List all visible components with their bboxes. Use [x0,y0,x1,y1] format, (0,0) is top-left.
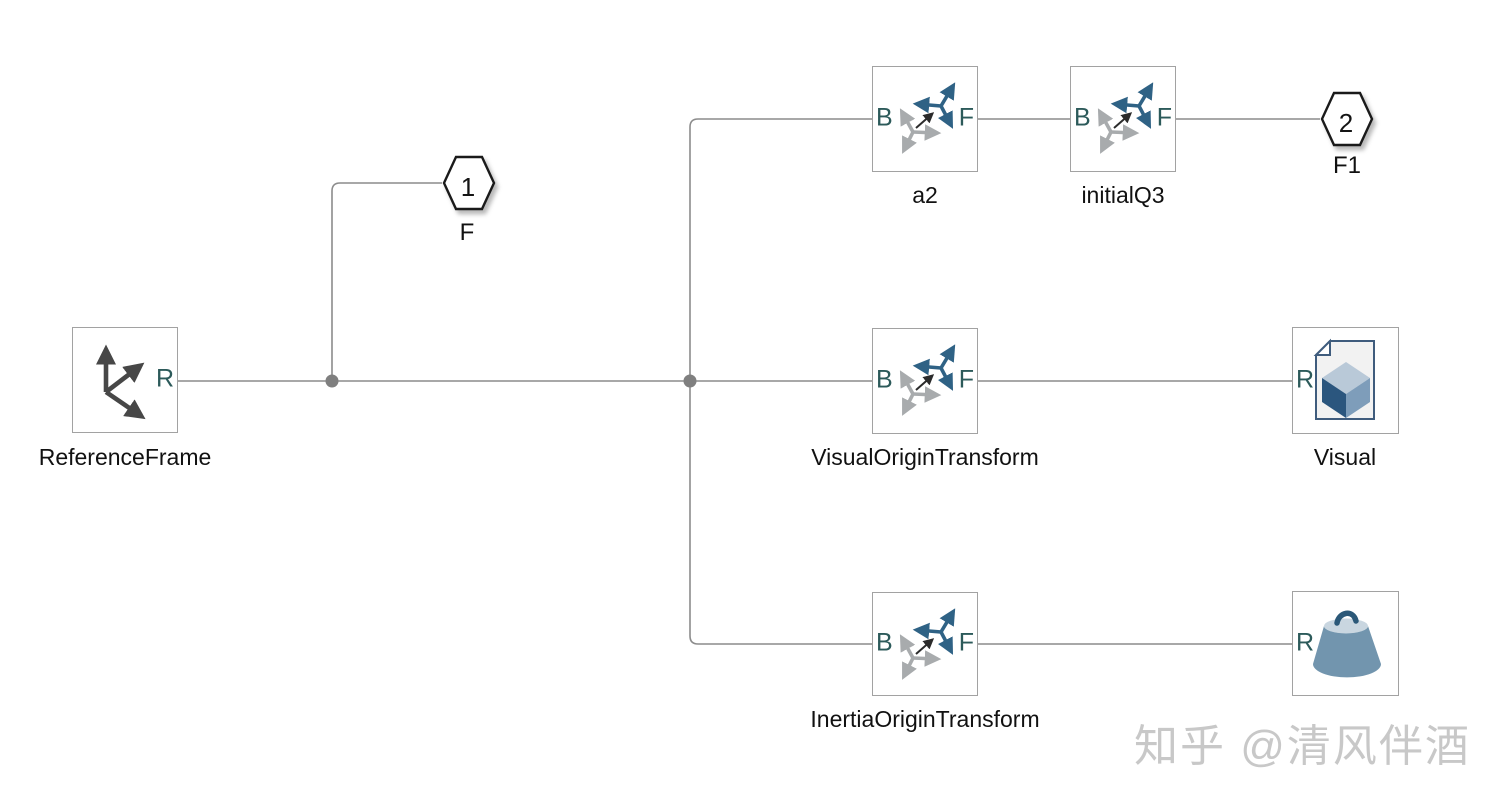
watermark-text: 知乎 @清风伴酒 [1134,722,1471,771]
reference-frame-axes-icon [95,344,146,420]
hexagon-port-shape [442,155,496,211]
connection-line-to-a2[interactable] [689,118,872,381]
block-reference-frame[interactable]: R [72,327,178,433]
visual-file-cube-icon [1313,338,1375,420]
rigid-transform-frames-icon [1097,82,1154,154]
rigid-transform-frames-icon [899,608,956,680]
port-label-b[interactable]: B [876,365,893,394]
connection-port-f1[interactable]: 2 [1320,91,1382,157]
block-name-a2[interactable]: a2 [912,182,938,208]
port-label-r[interactable]: R [1296,628,1315,656]
port-label-f[interactable]: F [1156,103,1172,132]
port-label-f[interactable]: F [958,103,974,132]
branch-junction-dot[interactable] [325,374,339,388]
port-label-b[interactable]: B [1074,103,1091,132]
connection-port-f[interactable]: 1 [442,155,504,221]
port-label-r[interactable]: R [1296,365,1315,393]
connection-line-to-inertiaot[interactable] [689,381,872,645]
block-name-inertia-origin-transform[interactable]: InertiaOriginTransform [810,706,1040,732]
block-name-visual-origin-transform[interactable]: VisualOriginTransform [811,444,1039,470]
port-name-f1[interactable]: F1 [1332,152,1362,179]
port-name-f[interactable]: F [459,219,475,246]
block-name-visual[interactable]: Visual [1313,444,1377,470]
block-a2[interactable]: B F [872,66,978,172]
branch-junction-dot[interactable] [683,374,697,388]
port-label-b[interactable]: B [876,628,893,657]
hexagon-port-shape [1320,91,1374,147]
rigid-transform-frames-icon [899,82,956,154]
port-label-b[interactable]: B [876,103,893,132]
port-label-r[interactable]: R [155,364,174,393]
connection-line-to-port-f[interactable] [331,182,442,381]
block-name-reference-frame[interactable]: ReferenceFrame [38,444,212,470]
block-visual-origin-transform[interactable]: B F [872,328,978,434]
port-number: 1 [460,171,476,202]
port-number: 2 [1338,107,1354,138]
port-label-f[interactable]: F [958,628,974,657]
block-initial-q3[interactable]: B F [1070,66,1176,172]
inertia-weight-icon [1313,610,1381,678]
rigid-transform-frames-icon [899,344,956,416]
block-inertia-origin-transform[interactable]: B F [872,592,978,696]
block-name-initial-q3[interactable]: initialQ3 [1081,182,1165,208]
block-visual[interactable]: R [1292,327,1399,434]
port-label-f[interactable]: F [958,365,974,394]
block-inertia[interactable]: R [1292,591,1399,696]
